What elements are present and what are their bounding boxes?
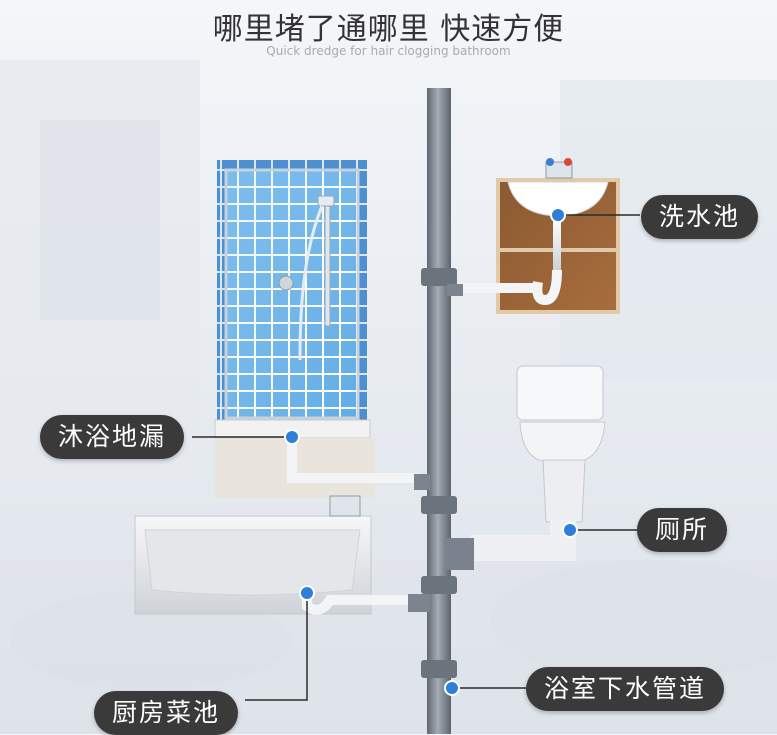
marker-dots — [284, 207, 578, 696]
toilet-fixture — [516, 365, 606, 523]
label-main-pipe: 浴室下水管道 — [526, 667, 725, 711]
pointer-lines — [192, 214, 640, 701]
label-toilet: 厕所 — [637, 508, 728, 552]
shower-enclosure — [214, 160, 375, 498]
page-title: 哪里堵了通哪里 快速方便 — [212, 12, 565, 47]
label-kitchen-sink: 厨房菜池 — [94, 691, 239, 735]
page-subtitle: Quick dredge for hair clogging bathroom — [266, 44, 511, 58]
main-drain-pipe — [427, 88, 451, 734]
label-sink: 洗水池 — [641, 195, 759, 239]
label-shower-drain: 沐浴地漏 — [40, 415, 185, 459]
